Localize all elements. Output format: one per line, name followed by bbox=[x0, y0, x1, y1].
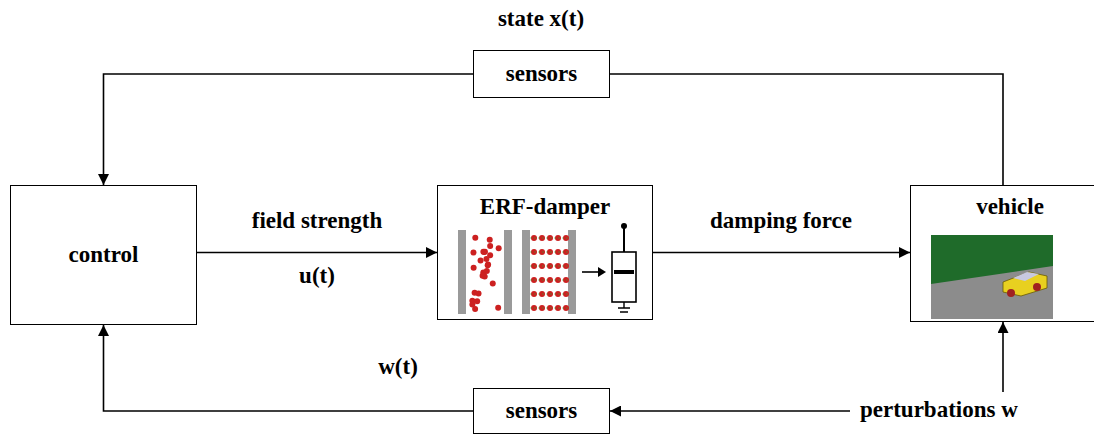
particle bbox=[470, 250, 476, 256]
electrode-plate bbox=[504, 230, 512, 314]
field-line bbox=[530, 280, 568, 281]
road bbox=[931, 266, 1053, 319]
cylinder bbox=[612, 252, 636, 302]
particle bbox=[496, 245, 502, 251]
control-box: control bbox=[10, 185, 197, 325]
damper-box: ERF-damper bbox=[437, 185, 653, 320]
signal-name: state x(t) bbox=[496, 6, 586, 32]
particle bbox=[471, 265, 477, 271]
particle bbox=[478, 258, 484, 264]
particle bbox=[482, 249, 488, 255]
field-line bbox=[530, 238, 568, 239]
field-line bbox=[530, 308, 568, 309]
particle bbox=[487, 243, 493, 249]
signal-line bbox=[104, 325, 474, 411]
signal-name: damping force bbox=[708, 208, 854, 234]
signal-name: field strength bbox=[250, 208, 385, 234]
field-line bbox=[530, 252, 568, 253]
background bbox=[931, 235, 1053, 319]
particle bbox=[472, 235, 478, 241]
piston bbox=[614, 270, 634, 274]
disturbance-arrow bbox=[610, 410, 850, 412]
particle bbox=[483, 256, 489, 262]
signal-name: w(t) bbox=[376, 354, 420, 380]
node-text: control bbox=[69, 242, 139, 268]
signal-line bbox=[653, 252, 910, 254]
signal-line bbox=[610, 74, 1003, 185]
particle bbox=[472, 290, 478, 296]
sensor-box: sensors bbox=[473, 388, 610, 434]
disturbance-label: perturbations w bbox=[858, 397, 1020, 423]
node-text: vehicle bbox=[976, 194, 1044, 220]
arrow bbox=[582, 271, 598, 273]
signal-line bbox=[104, 74, 474, 185]
particle bbox=[487, 237, 493, 243]
particle bbox=[481, 249, 487, 255]
node-text: sensors bbox=[506, 61, 578, 87]
particle bbox=[474, 298, 480, 304]
node-text: ERF-damper bbox=[480, 194, 610, 220]
particle bbox=[485, 262, 491, 268]
wheel bbox=[1033, 283, 1041, 291]
arrow-head bbox=[598, 267, 606, 277]
signal-line bbox=[197, 252, 437, 254]
car-window bbox=[1013, 272, 1039, 281]
field-line bbox=[530, 266, 568, 267]
wheel bbox=[1007, 289, 1015, 297]
node-text: sensors bbox=[506, 398, 578, 424]
vehicle-box: vehicle bbox=[910, 185, 1094, 322]
electrode-plate bbox=[568, 230, 576, 314]
car-body bbox=[1003, 272, 1047, 296]
sensor-box: sensors bbox=[473, 50, 610, 98]
particle bbox=[495, 305, 501, 311]
disturbance-arrow bbox=[1002, 322, 1004, 392]
particle bbox=[480, 273, 486, 279]
mount bbox=[618, 302, 630, 312]
field-line bbox=[530, 294, 568, 295]
rod-eye bbox=[621, 223, 627, 229]
particle bbox=[485, 262, 491, 268]
particle bbox=[490, 281, 496, 287]
particle bbox=[480, 249, 486, 255]
particle bbox=[484, 268, 490, 274]
electrode-plate bbox=[522, 230, 530, 314]
electrode-plate bbox=[458, 230, 466, 314]
signal-name: u(t) bbox=[297, 263, 337, 289]
